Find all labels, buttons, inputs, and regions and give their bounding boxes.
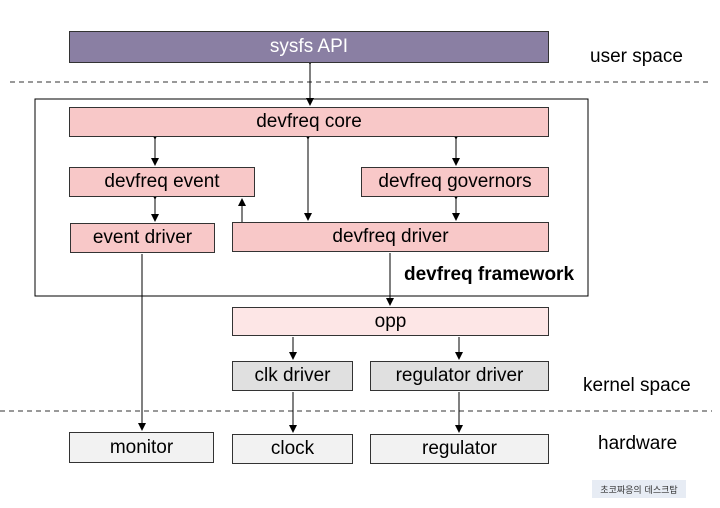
kernel-space-label: kernel space bbox=[583, 375, 691, 396]
devfreq-driver-box: devfreq driver bbox=[232, 222, 549, 252]
monitor-box: monitor bbox=[69, 432, 214, 463]
devfreq-governors-box: devfreq governors bbox=[361, 167, 549, 197]
opp-box: opp bbox=[232, 307, 549, 336]
clock-box: clock bbox=[232, 434, 353, 464]
hardware-label: hardware bbox=[598, 433, 678, 454]
devfreq-core-box: devfreq core bbox=[69, 107, 549, 137]
devfreq-event-box: devfreq event bbox=[69, 167, 255, 197]
event-driver-box: event driver bbox=[70, 223, 215, 253]
regulator-box: regulator bbox=[370, 434, 549, 464]
regulator-driver-box: regulator driver bbox=[370, 361, 549, 391]
watermark: 초코짜응의 데스크탑 bbox=[592, 480, 686, 498]
sysfs-api-box: sysfs API bbox=[69, 31, 549, 63]
framework-label: devfreq framework bbox=[404, 264, 575, 285]
clk-driver-box: clk driver bbox=[232, 361, 353, 391]
user-space-label: user space bbox=[590, 46, 683, 67]
